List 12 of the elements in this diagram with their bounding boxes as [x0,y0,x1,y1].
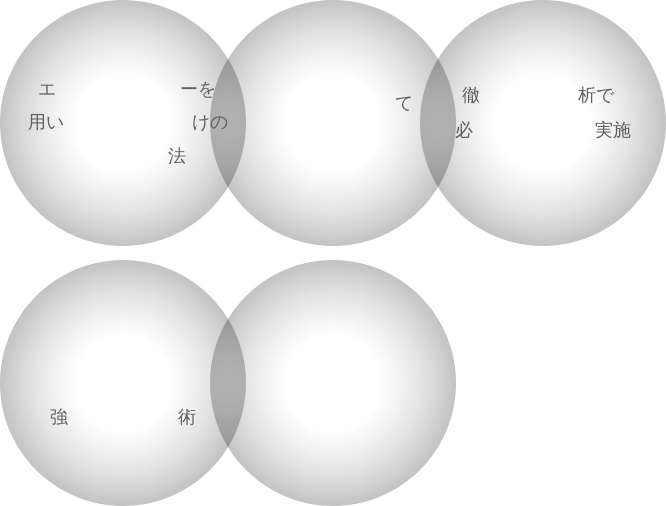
circle-text: 析で [578,86,614,106]
circle-text: けの [192,113,228,133]
circle-text: て [395,94,413,114]
circle-text: 術 [178,408,196,428]
circle-text: ーを [180,80,216,100]
circle-text: 実施 [595,121,631,141]
circle-text: 必 [455,121,473,141]
circle-text: エ [38,80,56,100]
circle-text: 徹 [462,86,480,106]
circle-text: 強 [50,408,68,428]
circle-text: 法 [168,147,186,167]
circle-text: 用い [28,113,64,133]
